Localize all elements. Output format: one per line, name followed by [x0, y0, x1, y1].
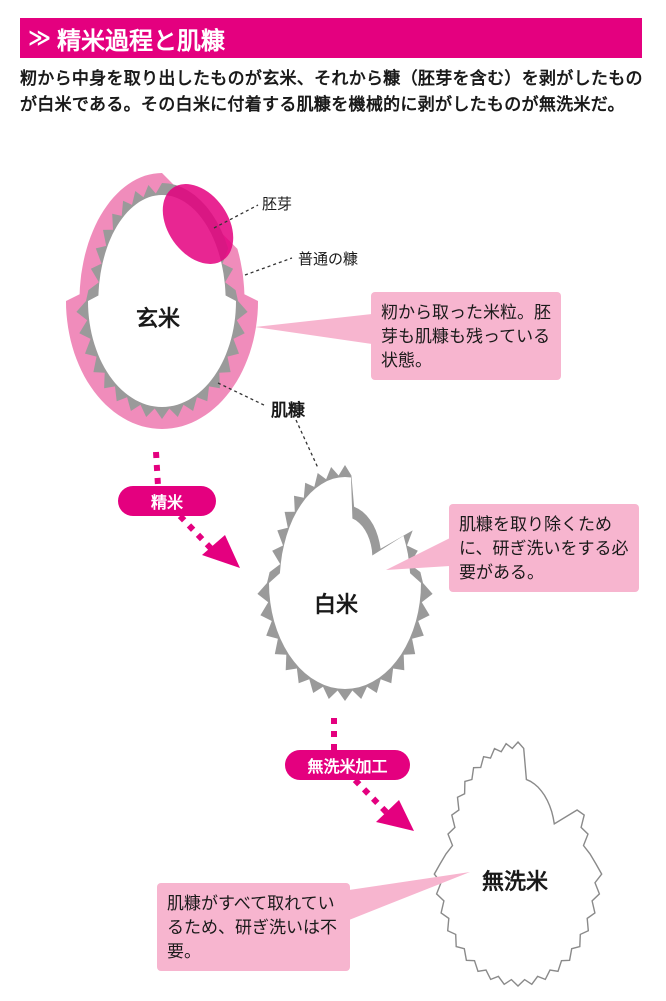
skin-bran-leader-line-1 — [217, 382, 267, 407]
musenmai-callout: 肌糠がすべて取れているため、研ぎ洗いは不要。 — [157, 883, 350, 971]
skin-bran-leader-line-2 — [295, 419, 319, 469]
musenmai-arrowhead — [376, 800, 414, 831]
skin-bran-label: 肌糠 — [271, 401, 305, 421]
germ-leader-line — [213, 204, 259, 229]
white-rice-grain — [257, 465, 433, 701]
white-rice-label: 白米 — [314, 593, 359, 618]
white-rice-kernel — [269, 477, 421, 689]
intro-paragraph: 籾から中身を取り出したものが玄米、それから糠（胚芽を含む）を剥がしたものが白米で… — [20, 69, 643, 115]
musenmai-arrow-line — [331, 718, 397, 823]
musenmai-processing-pill: 無洗米加工 — [285, 750, 410, 780]
brown-rice-callout: 籾から取った米粒。胚芽も肌糠も残っている状態。 — [371, 292, 561, 380]
germ-label: 胚芽 — [262, 195, 293, 213]
brown-rice-callout-pointer — [255, 314, 372, 344]
normal-bran-label: 普通の糠 — [298, 250, 359, 268]
white-rice-callout-pointer — [386, 538, 450, 570]
musenmai-outline — [433, 740, 603, 987]
polishing-arrowhead — [202, 535, 240, 568]
section-title: 精米過程と肌糠 — [57, 26, 226, 55]
brown-rice-label: 玄米 — [136, 307, 181, 332]
brown-rice-grain — [66, 173, 258, 429]
polishing-step-pill: 精米 — [118, 486, 216, 516]
section-title-bar: ≫ 精米過程と肌糠 — [20, 18, 642, 58]
normal-bran-leader-line — [244, 257, 293, 276]
double-chevron-icon: ≫ — [28, 25, 52, 51]
white-rice-callout: 肌糠を取り除くために、研ぎ洗いをする必要がある。 — [449, 504, 639, 592]
germ — [162, 184, 234, 264]
musenmai-callout-pointer — [349, 872, 470, 920]
musenmai-label: 無洗米 — [482, 870, 549, 895]
polishing-arrow-line — [153, 451, 225, 563]
musenmai-grain — [433, 740, 603, 987]
